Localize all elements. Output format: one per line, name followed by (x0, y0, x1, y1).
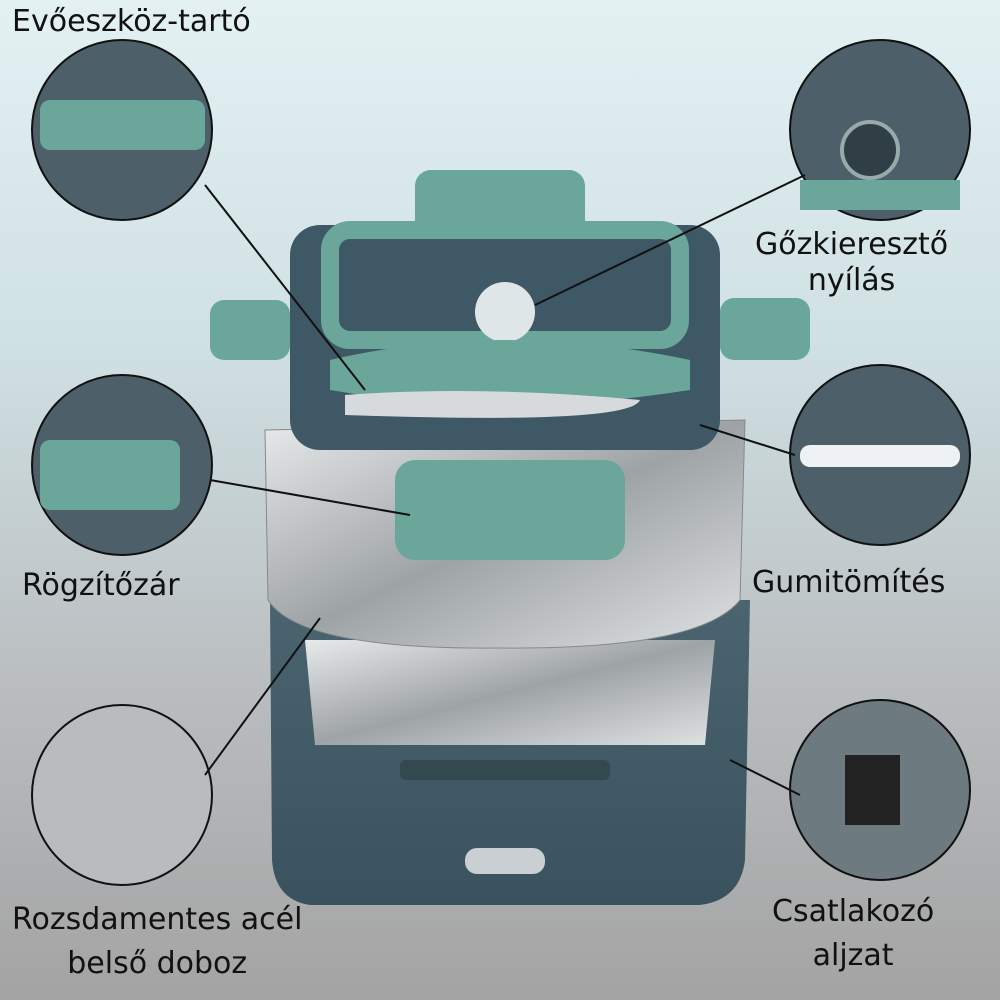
label-inner-box-line1: Rozsdamentes acél (12, 902, 303, 937)
label-inner-box: Rozsdamentes acél belső doboz (12, 900, 302, 984)
label-lock-clip: Rögzítőzár (22, 568, 180, 603)
heating-base (270, 600, 750, 905)
label-steam-vent: Gőzkieresztő nyílás (755, 225, 948, 301)
label-steam-vent-line2: nyílás (807, 263, 896, 298)
lid (210, 170, 810, 560)
label-connector: Csatlakozó aljzat (772, 892, 934, 976)
label-connector-line1: Csatlakozó (772, 894, 935, 929)
steam-vent (475, 282, 535, 342)
label-connector-line2: aljzat (812, 938, 894, 973)
leader-lines (204, 174, 806, 796)
power-button (465, 848, 545, 874)
label-rubber-seal: Gumitömítés (752, 565, 946, 600)
label-cutlery-holder: Evőeszköz-tartó (12, 4, 251, 39)
cutlery (345, 391, 640, 418)
label-inner-box-line2: belső doboz (67, 946, 248, 981)
label-steam-vent-line1: Gőzkieresztő (755, 227, 949, 262)
lock-clip (395, 460, 625, 560)
